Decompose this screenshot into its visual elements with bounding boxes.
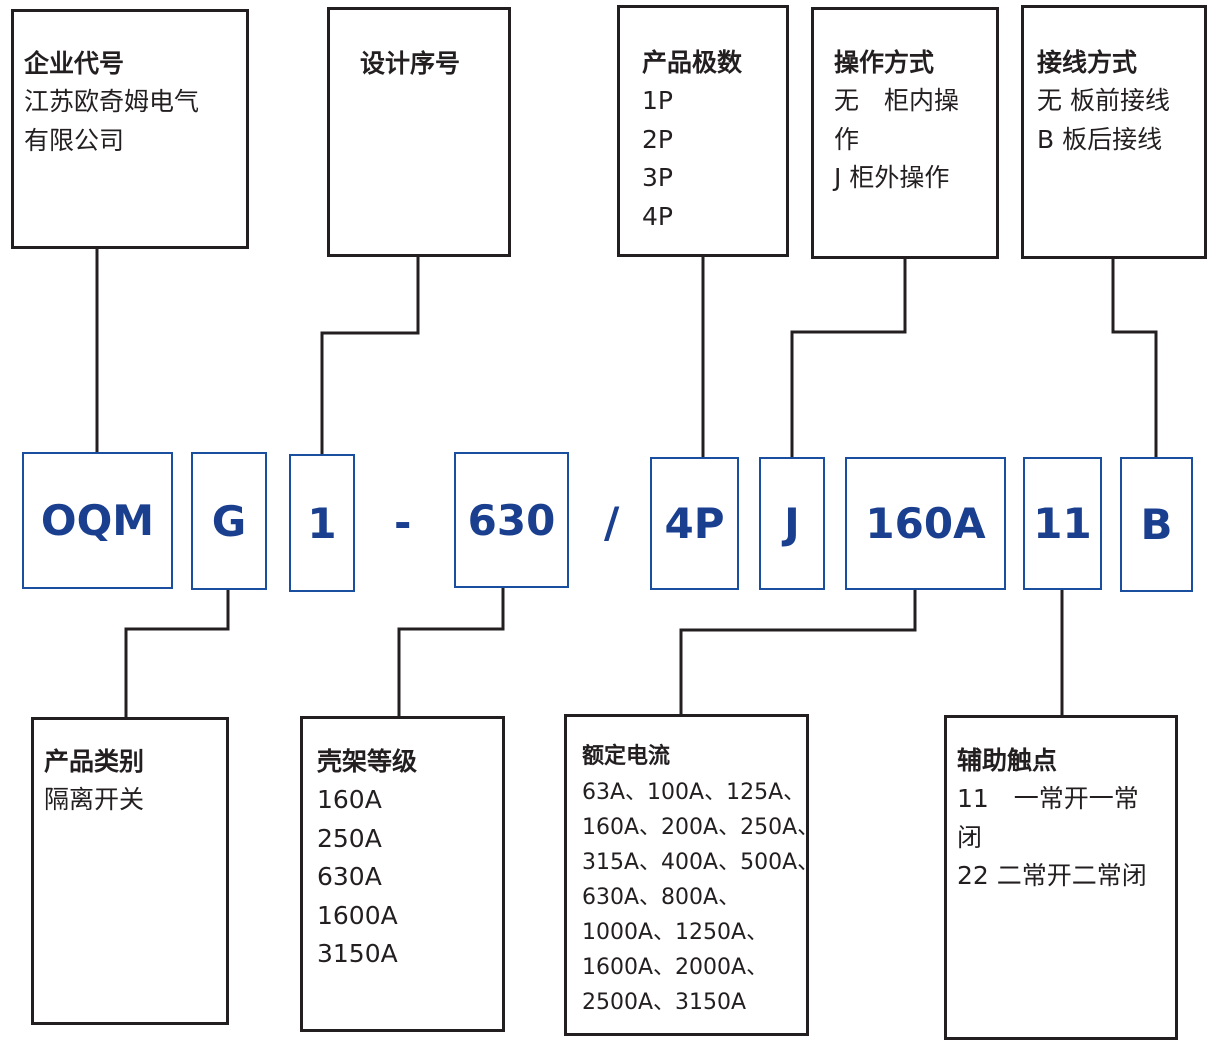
operation-mode-box: 操作方式 无 柜内操 作 J 柜外操作: [811, 7, 999, 259]
box-line: 315A、400A、500A、: [582, 850, 820, 875]
box-title: 产品类别: [44, 747, 145, 776]
code-poles: 4P: [650, 457, 739, 590]
box-line: 1P: [642, 86, 673, 115]
box-line: 160A: [317, 785, 382, 814]
box-line: B 板后接线: [1037, 124, 1163, 154]
connector-design-number: [320, 256, 420, 454]
separator-dash: -: [394, 498, 412, 547]
wiring-mode-box: 接线方式 无 板前接线 B 板后接线: [1021, 5, 1207, 259]
company-code-box: 企业代号 江苏欧奇姆电气 有限公司: [11, 9, 249, 249]
box-line: 63A、100A、125A、: [582, 780, 806, 805]
box-line: 22 二常开二常闭: [957, 861, 1147, 890]
box-title: 企业代号: [24, 49, 125, 78]
box-title: 操作方式: [834, 48, 935, 77]
box-line: J 柜外操作: [834, 163, 950, 192]
code-aux-contact: 11: [1023, 457, 1102, 590]
box-title: 设计序号: [360, 49, 461, 78]
code-company: OQM: [22, 452, 173, 589]
box-line: 3150A: [317, 939, 398, 968]
connector-category: [124, 589, 230, 717]
box-line: 3P: [642, 163, 673, 192]
box-line: 11 一常开一常: [957, 784, 1139, 813]
box-line: 4P: [642, 201, 673, 231]
box-title: 壳架等级: [317, 747, 418, 776]
code-wiring: B: [1120, 457, 1193, 592]
frame-grade-box: 壳架等级 160A 250A 630A 1600A 3150A: [300, 716, 505, 1032]
separator-slash: /: [604, 498, 620, 547]
box-title: 辅助触点: [957, 746, 1058, 775]
connector-frame: [397, 587, 505, 716]
connector-operation: [790, 258, 907, 457]
box-line: 1000A、1250A、: [582, 920, 769, 945]
box-line: 闭: [957, 822, 983, 852]
code-design: 1: [289, 454, 355, 592]
connector-wiring: [1111, 258, 1158, 457]
code-frame: 630: [454, 452, 569, 588]
box-line: 1600A、2000A、: [582, 955, 769, 980]
code-operation: J: [759, 457, 825, 590]
box-line: 作: [834, 124, 860, 154]
poles-box: 产品极数 1P 2P 3P 4P: [617, 5, 789, 257]
box-line: 有限公司: [24, 125, 125, 155]
box-line: 250A: [317, 823, 382, 853]
box-line: 无 柜内操: [834, 86, 960, 115]
box-line: 无 板前接线: [1037, 86, 1170, 115]
box-line: 1600A: [317, 900, 398, 930]
box-line: 2P: [642, 124, 673, 154]
box-line: 隔离开关: [44, 785, 145, 814]
code-rated-current: 160A: [845, 457, 1006, 590]
box-line: 630A: [317, 862, 382, 891]
box-line: 160A、200A、250A、: [582, 815, 820, 840]
box-line: 2500A、3150A: [582, 990, 747, 1015]
aux-contact-box: 辅助触点 11 一常开一常 闭 22 二常开二常闭: [944, 715, 1178, 1040]
code-category: G: [191, 452, 267, 590]
box-title: 额定电流: [582, 744, 671, 769]
rated-current-box: 额定电流 63A、100A、125A、 160A、200A、250A、 315A…: [564, 714, 820, 1036]
product-category-box: 产品类别 隔离开关: [31, 717, 229, 1025]
box-title: 产品极数: [642, 48, 743, 77]
design-number-box: 设计序号: [327, 7, 511, 257]
box-title: 接线方式: [1037, 48, 1138, 77]
connector-rated-current: [679, 589, 917, 714]
box-line: 江苏欧奇姆电气: [24, 87, 200, 116]
box-line: 630A、800A、: [582, 885, 741, 910]
